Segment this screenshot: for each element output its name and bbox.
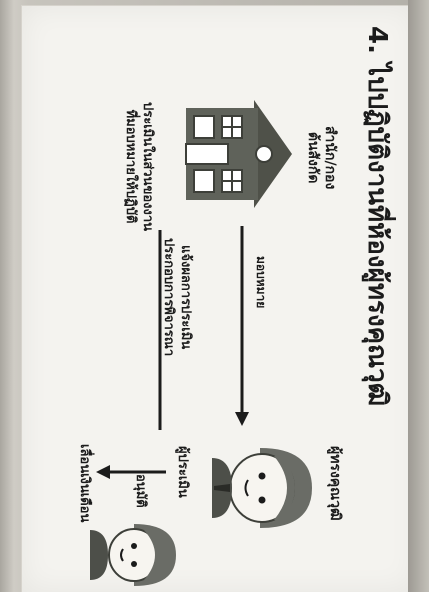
staff-person-icon <box>90 518 180 592</box>
paper-sheet: 4. ไปปฏิบัติงานที่ห้องผู้ทรงคุณวุฒิ สำนั… <box>22 6 416 592</box>
slide-content: 4. ไปปฏิบัติงานที่ห้องผู้ทรงคุณวุฒิ สำนั… <box>22 6 416 592</box>
office-label-line2: ต้นสังกัด <box>304 126 321 189</box>
result-label-line2: ประกอบการพิจารณา <box>160 238 177 356</box>
slide-title: 4. ไปปฏิบัติงานที่ห้องผู้ทรงคุณวุฒิ <box>357 26 398 406</box>
office-label: สำนัก/กอง ต้นสังกัด <box>304 126 338 189</box>
office-desc-line2: ที่มอบหมายให้ปฏิบัติ <box>122 102 139 231</box>
office-desc-line1: ประเมินในส่วนของงาน <box>139 102 156 231</box>
assign-arrow-label: มอบหมาย <box>251 256 270 308</box>
promoted-label: เลื่อนเงินเดือน <box>75 444 96 522</box>
paper-edge-shadow <box>408 0 429 592</box>
building-icon <box>180 94 298 214</box>
office-description: ประเมินในส่วนของงาน ที่มอบหมายให้ปฏิบัติ <box>122 102 156 231</box>
assign-arrow <box>234 226 250 426</box>
office-label-line1: สำนัก/กอง <box>321 126 338 189</box>
approve-label: อนุมัติ <box>131 474 152 508</box>
holder-label: ผู้ทรงคุณวุฒิ <box>324 446 346 521</box>
result-label-line1: แจ้งผลการประเมิน <box>177 238 194 356</box>
holder-person-icon <box>210 438 320 538</box>
promoted-person-icon <box>96 438 116 528</box>
evaluator-label: ผู้ประเมิน <box>173 446 194 498</box>
result-label: แจ้งผลการประเมิน ประกอบการพิจารณา <box>160 238 194 356</box>
